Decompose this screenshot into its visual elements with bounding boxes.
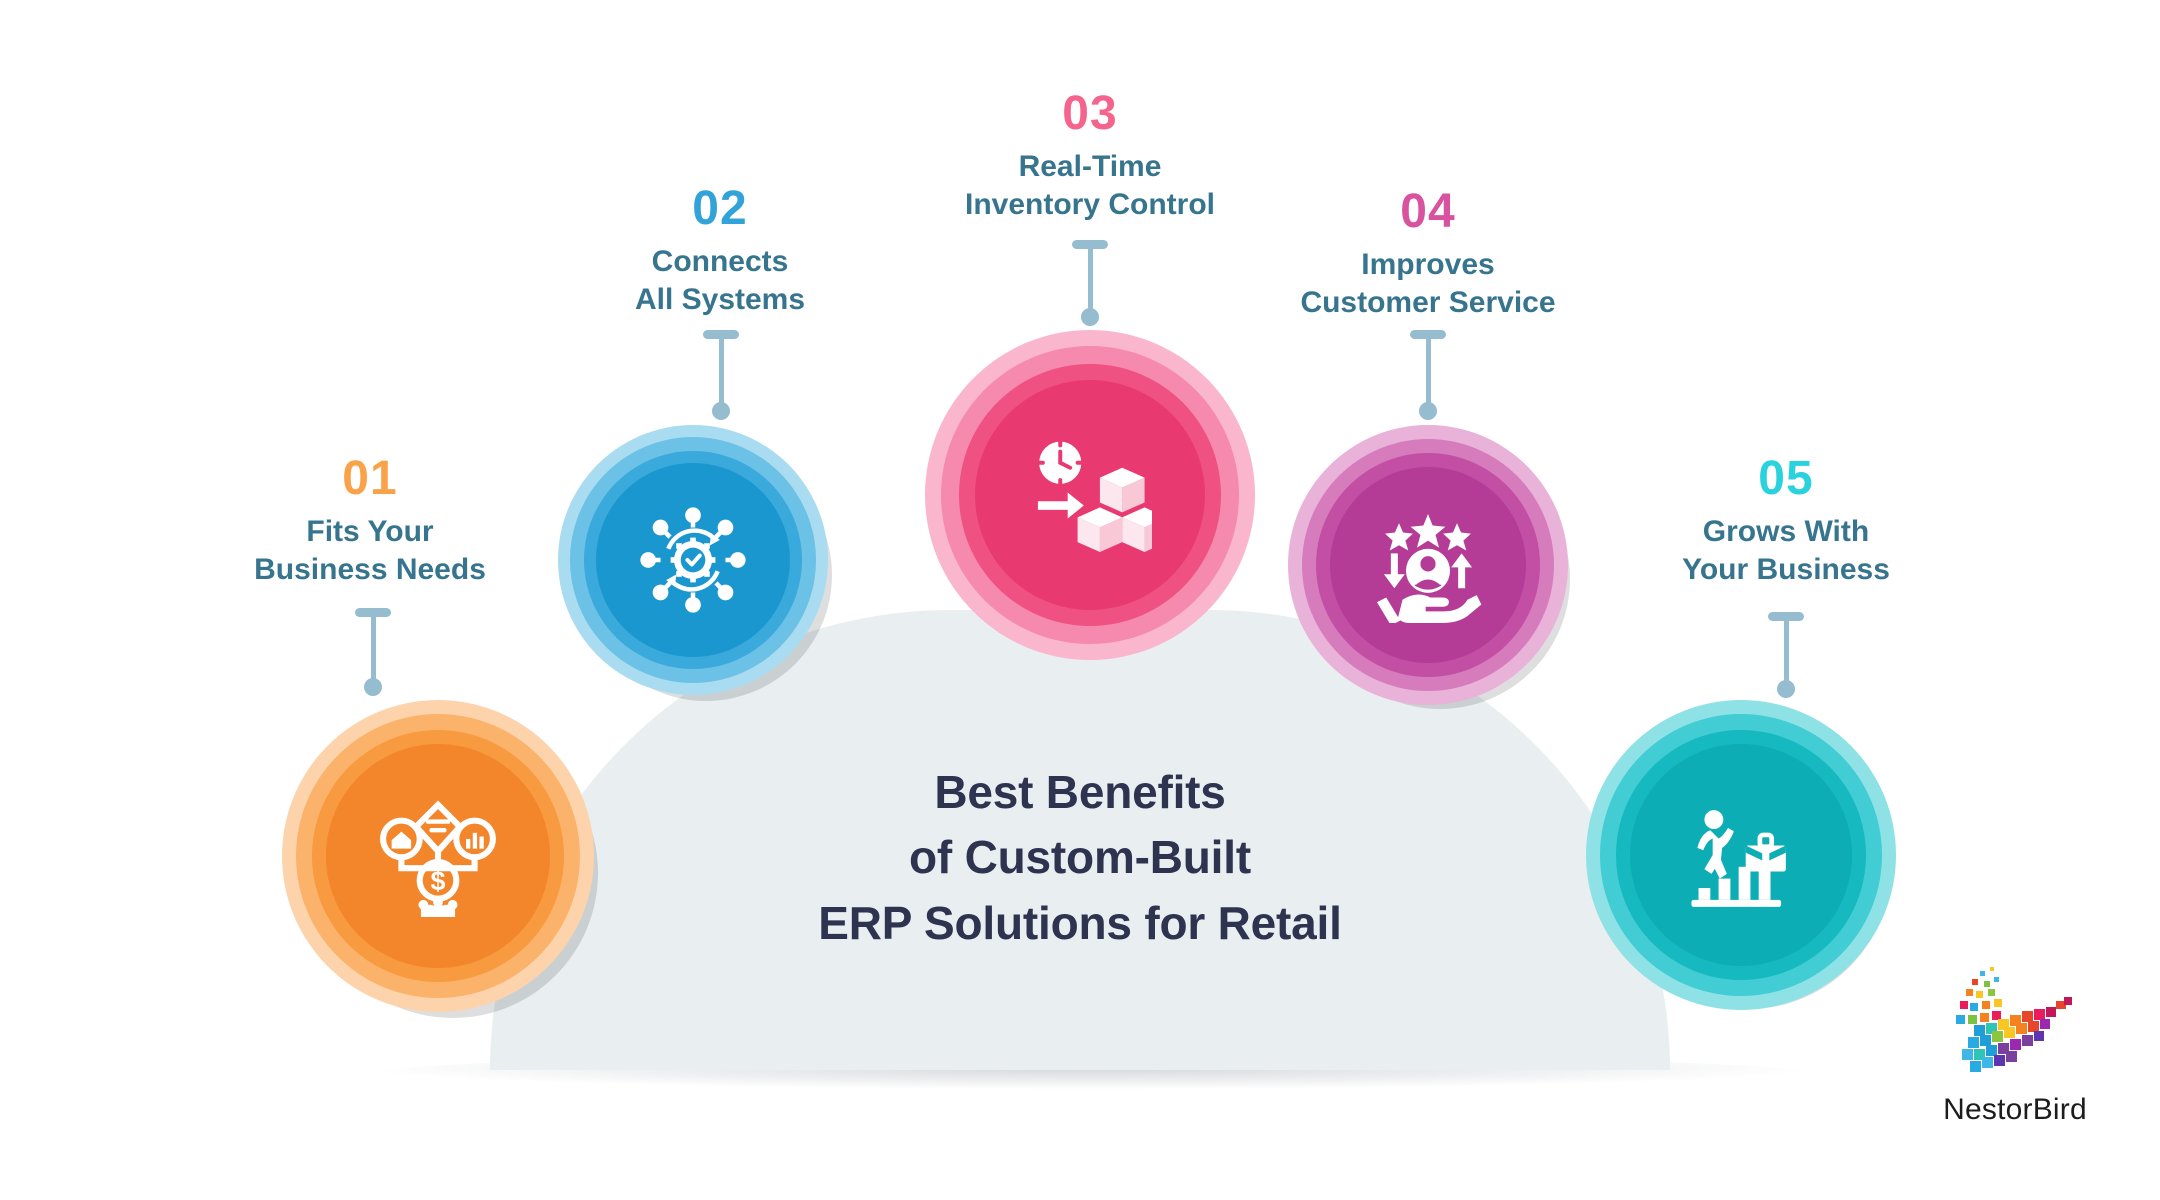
node-03-connector bbox=[1072, 240, 1108, 336]
node-01-label: 01 Fits Your Business Needs bbox=[160, 455, 580, 590]
connected-systems-icon bbox=[640, 507, 746, 613]
node-03-label: 03 Real-Time Inventory Control bbox=[860, 90, 1320, 225]
dome-base bbox=[490, 1056, 1670, 1070]
node-02-label: 02 Connects All Systems bbox=[510, 185, 930, 320]
node-04-number: 04 bbox=[1400, 185, 1456, 238]
node-04-connector-stem bbox=[1425, 336, 1431, 410]
node-01-number: 01 bbox=[342, 452, 398, 505]
brand-name: NestorBird bbox=[1943, 1093, 2087, 1126]
node-05-connector bbox=[1768, 612, 1804, 708]
node-03 bbox=[925, 330, 1255, 660]
realtime-inventory-icon bbox=[1035, 438, 1152, 553]
node-03-connector-dot bbox=[1081, 308, 1099, 326]
svg-text:$: $ bbox=[431, 866, 446, 896]
brand-block: NestorBird bbox=[1900, 965, 2130, 1127]
business-growth-icon bbox=[1691, 810, 1786, 907]
node-05-number: 05 bbox=[1758, 452, 1814, 505]
pixel-bird-logo-icon bbox=[1956, 967, 2072, 1072]
node-04-caption: Improves Customer Service bbox=[1300, 248, 1556, 320]
node-04-core[interactable] bbox=[1330, 467, 1526, 663]
node-03-connector-stem bbox=[1087, 246, 1093, 316]
node-02 bbox=[558, 425, 832, 701]
node-02-connector-dot bbox=[712, 402, 730, 420]
node-03-caption: Real-Time Inventory Control bbox=[964, 150, 1215, 222]
node-01-connector-stem bbox=[370, 614, 376, 686]
node-01: $ bbox=[282, 700, 598, 1018]
node-05-core[interactable] bbox=[1630, 744, 1852, 966]
node-05-caption: Grows With Your Business bbox=[1682, 515, 1890, 587]
page-title: Best Benefits of Custom-Built ERP Soluti… bbox=[490, 760, 1670, 956]
customer-service-icon bbox=[1376, 513, 1482, 623]
node-02-caption: Connects All Systems bbox=[634, 245, 806, 317]
node-04-connector bbox=[1410, 330, 1446, 430]
node-02-connector-stem bbox=[718, 336, 724, 410]
node-01-caption: Fits Your Business Needs bbox=[254, 515, 486, 587]
node-05-connector-dot bbox=[1777, 680, 1795, 698]
node-02-connector-bar bbox=[703, 330, 739, 339]
node-04-connector-dot bbox=[1419, 402, 1437, 420]
node-05 bbox=[1586, 700, 1896, 1010]
node-01-connector-dot bbox=[364, 678, 382, 696]
node-05-connector-bar bbox=[1768, 612, 1804, 621]
node-05-label: 05 Grows With Your Business bbox=[1576, 455, 1996, 590]
node-01-core[interactable]: $ bbox=[326, 744, 550, 968]
node-02-connector bbox=[703, 330, 739, 430]
node-01-connector bbox=[355, 608, 391, 706]
node-04 bbox=[1288, 425, 1570, 709]
node-03-connector-bar bbox=[1072, 240, 1108, 249]
node-01-connector-bar bbox=[355, 608, 391, 617]
page-title-line-2: of Custom-Built bbox=[909, 831, 1251, 884]
page-title-line-1: Best Benefits bbox=[934, 766, 1226, 818]
node-02-core[interactable] bbox=[596, 463, 790, 657]
business-needs-icon: $ bbox=[380, 800, 496, 917]
node-05-connector-stem bbox=[1783, 618, 1789, 688]
node-04-label: 04 Improves Customer Service bbox=[1218, 188, 1638, 323]
node-03-core[interactable] bbox=[975, 380, 1205, 610]
node-04-connector-bar bbox=[1410, 330, 1446, 339]
node-03-number: 03 bbox=[1062, 87, 1118, 140]
page-title-line-3: ERP Solutions for Retail bbox=[818, 896, 1342, 949]
node-02-number: 02 bbox=[692, 182, 748, 235]
